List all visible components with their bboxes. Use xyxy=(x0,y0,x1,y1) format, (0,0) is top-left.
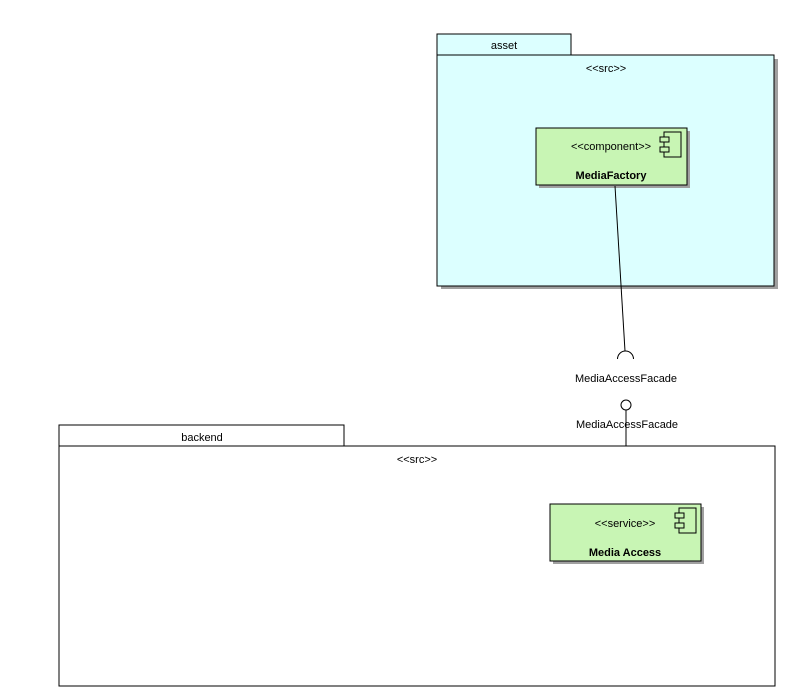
lollipop-icon xyxy=(620,399,632,411)
component-media-factory-stereotype: <<component>> xyxy=(571,141,651,153)
component-media-access-stereotype: <<service>> xyxy=(595,518,656,530)
package-asset[interactable]: asset <<src>> xyxy=(436,33,778,289)
required-interface-line xyxy=(614,185,626,352)
package-asset-name: asset xyxy=(491,40,517,52)
socket-icon xyxy=(617,350,634,360)
package-backend-stereotype: <<src>> xyxy=(397,454,437,466)
package-backend-name: backend xyxy=(181,432,223,444)
component-icon xyxy=(659,131,682,158)
package-backend[interactable]: backend <<src>> xyxy=(58,424,776,687)
component-media-factory-name: MediaFactory xyxy=(576,170,648,182)
provided-interface-label: MediaAccessFacade xyxy=(576,419,678,431)
package-asset-stereotype: <<src>> xyxy=(586,63,626,75)
component-media-factory[interactable]: <<component>> MediaFactory xyxy=(535,127,690,188)
required-interface-label: MediaAccessFacade xyxy=(575,373,677,385)
package-backend-body xyxy=(58,445,776,687)
component-media-access-name: Media Access xyxy=(589,547,661,559)
component-icon xyxy=(674,507,697,534)
required-interface[interactable]: MediaAccessFacade xyxy=(575,185,677,385)
component-media-access[interactable]: <<service>> Media Access xyxy=(549,503,704,564)
